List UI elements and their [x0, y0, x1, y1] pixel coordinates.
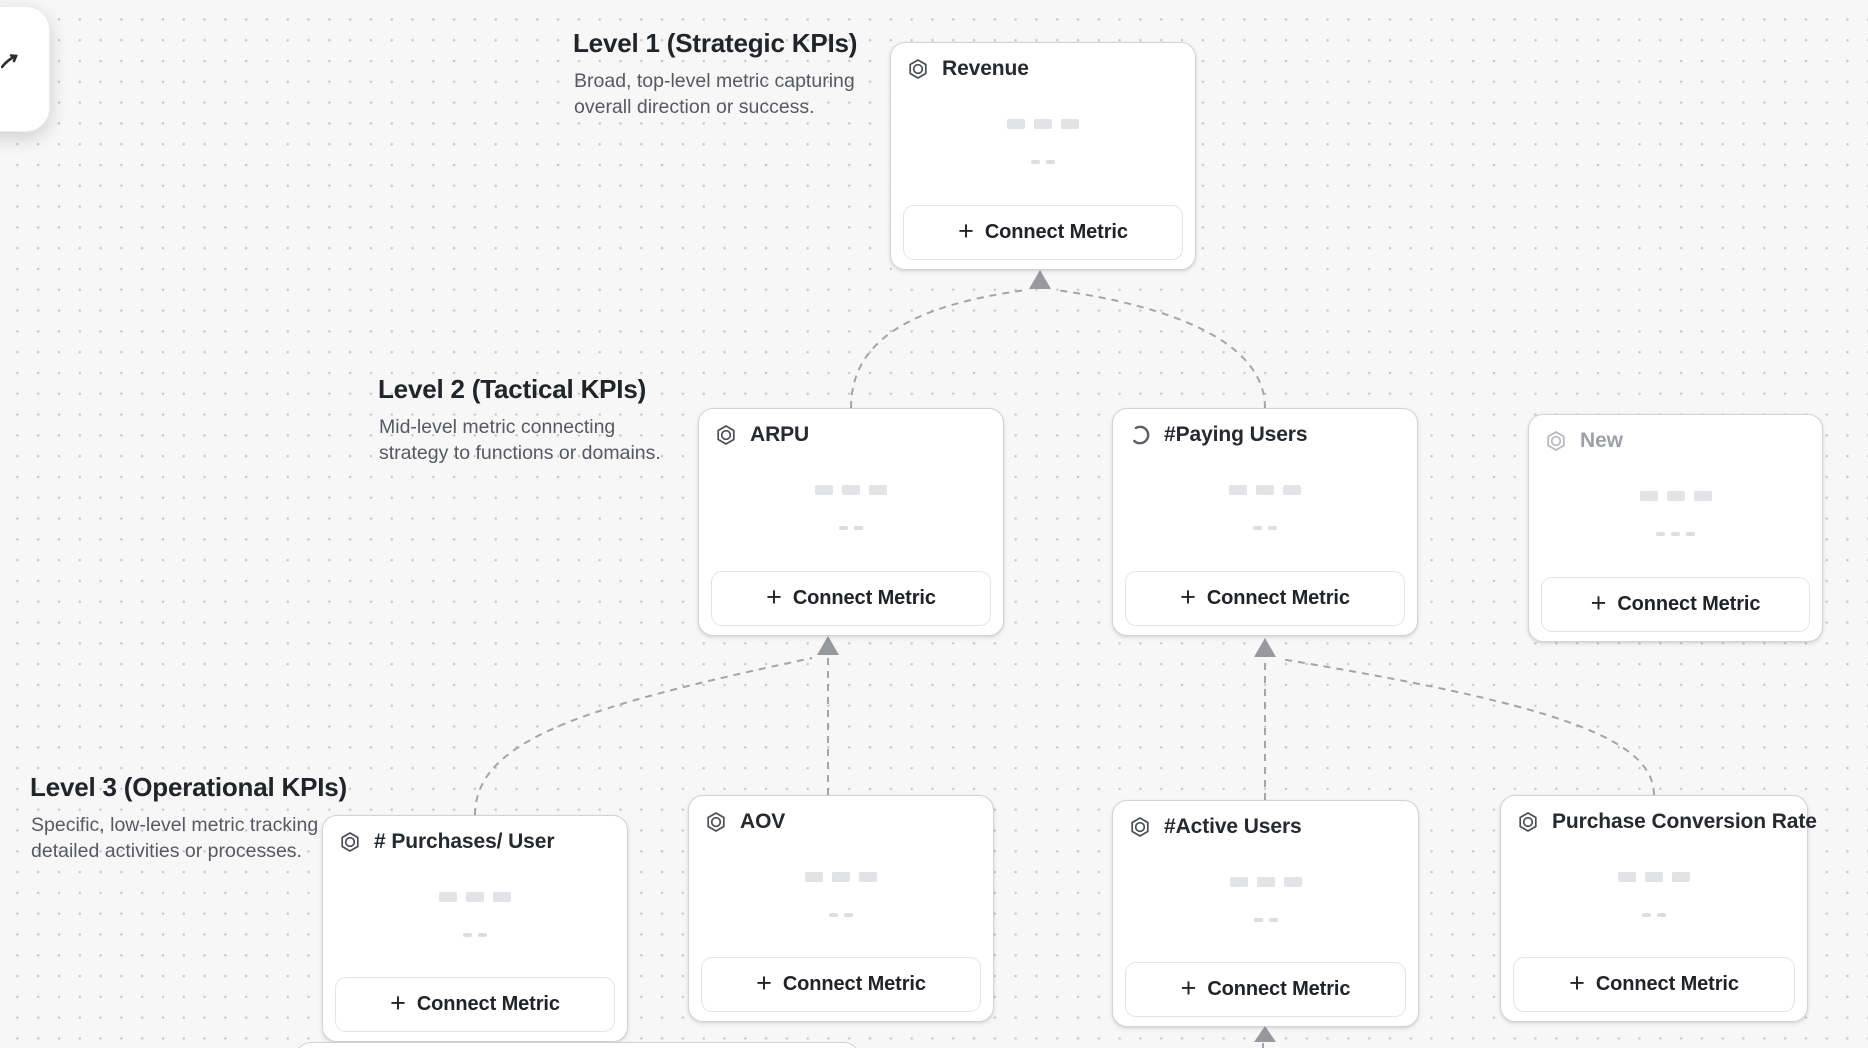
card-title: ARPU [750, 423, 810, 446]
connect-metric-label: Connect Metric [984, 221, 1128, 243]
kpi-card-purchases-per-user[interactable]: # Purchases/ User + Connect Metric [322, 815, 628, 1042]
skeleton-placeholder-row [689, 872, 993, 882]
card-header: Purchase Conversion Rate [1517, 810, 1817, 834]
connector-payingusers-to-revenue [1055, 289, 1266, 409]
hexagon-metric-icon [339, 831, 361, 853]
card-header: Revenue [907, 57, 1181, 81]
connect-metric-button[interactable]: + Connect Metric [1513, 957, 1795, 1012]
card-header: #Active Users [1129, 815, 1404, 839]
plus-icon: + [1180, 581, 1196, 612]
skeleton-placeholder-row [891, 160, 1195, 164]
connect-metric-button[interactable]: + Connect Metric [701, 957, 981, 1012]
skeleton-placeholder-row [689, 913, 993, 917]
skeleton-placeholder-row [891, 119, 1195, 129]
skeleton-placeholder-row [323, 892, 627, 902]
floating-toolbar-panel[interactable] [0, 6, 50, 132]
card-title: Purchase Conversion Rate [1552, 810, 1817, 833]
kpi-card-revenue[interactable]: Revenue + Connect Metric [890, 42, 1196, 270]
card-title: # Purchases/ User [374, 830, 555, 853]
hexagon-metric-icon [705, 811, 727, 833]
skeleton-placeholder-row [699, 485, 1003, 495]
hexagon-metric-icon [907, 58, 929, 80]
kpi-card-arpu[interactable]: ARPU + Connect Metric [698, 408, 1004, 636]
plus-icon: + [766, 581, 782, 612]
card-title: New [1580, 429, 1623, 452]
skeleton-placeholder-row [1529, 491, 1822, 501]
kpi-card-aov[interactable]: AOV + Connect Metric [688, 795, 994, 1022]
partial-offscreen-card[interactable] [295, 1042, 860, 1048]
connect-metric-label: Connect Metric [1617, 593, 1761, 615]
cursor-icon [1, 54, 18, 69]
hexagon-metric-icon [715, 424, 737, 446]
card-header: # Purchases/ User [339, 830, 613, 854]
connect-metric-button[interactable]: + Connect Metric [1125, 962, 1406, 1017]
connector-purchases-to-arpu [474, 657, 813, 816]
connector-arpu-to-revenue [850, 289, 1027, 409]
connector-pcr-to-payingusers [1280, 658, 1655, 796]
card-header: #Paying Users [1129, 423, 1403, 447]
connect-metric-label: Connect Metric [416, 993, 560, 1015]
kpi-card-purchase-conversion-rate[interactable]: Purchase Conversion Rate + Connect Metri… [1500, 795, 1817, 1022]
skeleton-placeholder-row [323, 933, 627, 937]
connect-metric-button[interactable]: + Connect Metric [1541, 577, 1810, 632]
connect-metric-button[interactable]: + Connect Metric [711, 571, 991, 626]
connect-metric-label: Connect Metric [782, 973, 926, 995]
arrowhead-into-activeusers [1254, 1026, 1276, 1042]
kpi-card-paying-users[interactable]: #Paying Users + Connect Metric [1112, 408, 1418, 636]
skeleton-placeholder-row [1501, 913, 1807, 917]
plus-icon: + [1590, 587, 1607, 618]
kpi-card-new[interactable]: New + Connect Metric [1528, 414, 1823, 642]
connect-metric-label: Connect Metric [792, 587, 936, 609]
plus-icon: + [756, 967, 772, 998]
connect-metric-button[interactable]: + Connect Metric [1125, 571, 1405, 626]
spinner-icon [1129, 424, 1151, 446]
arrowhead-into-payingusers [1254, 638, 1276, 657]
skeleton-placeholder-row [1113, 877, 1418, 887]
connect-metric-label: Connect Metric [1206, 587, 1350, 609]
skeleton-placeholder-row [1529, 532, 1822, 536]
card-title: #Active Users [1164, 815, 1302, 838]
skeleton-placeholder-row [1501, 872, 1807, 882]
card-header: AOV [705, 810, 979, 834]
connect-metric-label: Connect Metric [1595, 973, 1739, 995]
card-title: Revenue [942, 57, 1029, 80]
card-header: ARPU [715, 423, 989, 447]
arrowhead-into-arpu [817, 636, 839, 655]
arrowhead-into-revenue [1029, 270, 1051, 289]
card-title: #Paying Users [1164, 423, 1308, 446]
connect-metric-label: Connect Metric [1207, 978, 1351, 1000]
skeleton-placeholder-row [699, 526, 1003, 530]
skeleton-placeholder-row [1113, 918, 1418, 922]
plus-icon: + [958, 215, 974, 246]
kpi-card-active-users[interactable]: #Active Users + Connect Metric [1112, 800, 1419, 1027]
skeleton-placeholder-row [1113, 485, 1417, 495]
plus-icon: + [390, 987, 406, 1018]
connect-metric-button[interactable]: + Connect Metric [903, 205, 1183, 260]
plus-icon: + [1180, 972, 1197, 1003]
connect-metric-button[interactable]: + Connect Metric [335, 977, 615, 1032]
skeleton-placeholder-row [1113, 526, 1417, 530]
card-title: AOV [740, 810, 786, 833]
plus-icon: + [1569, 967, 1585, 998]
hexagon-metric-icon [1129, 816, 1151, 838]
hexagon-metric-icon [1545, 430, 1567, 452]
card-header: New [1545, 429, 1808, 453]
hexagon-metric-icon [1517, 811, 1539, 833]
